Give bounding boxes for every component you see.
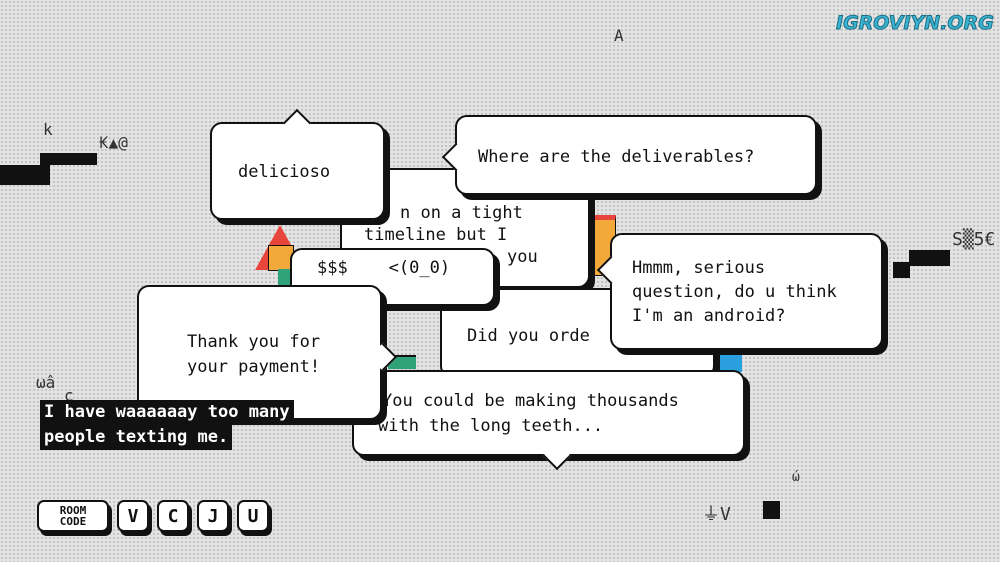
- pixel-block: [909, 250, 950, 266]
- room-label-1: ROOM: [59, 504, 87, 517]
- subtitle-line: I have waaaaaay too many: [40, 400, 294, 425]
- watermark: IGROVIYN.ORG: [836, 12, 995, 35]
- bubble-tail: [282, 108, 312, 138]
- subtitle-line: people texting me.: [40, 425, 233, 450]
- bubble-android: Hmmm, serious question, do u think I'm a…: [596, 233, 883, 350]
- glyph-left-bottom-2: c: [64, 386, 74, 405]
- bubble-line: Hmmm, serious: [632, 258, 766, 278]
- bubble-line: Where are the deliverables?: [478, 147, 755, 167]
- glyph-bottom-right-1: ώ: [792, 470, 800, 485]
- bubble-line: n on a tight: [400, 203, 523, 223]
- bubble-line: I'm an android?: [632, 306, 786, 326]
- bubble-payment: Thank you for your payment!: [137, 285, 398, 420]
- glyph-right: S▒5€: [952, 229, 996, 250]
- room-code-letter: J: [197, 500, 229, 532]
- bubble-delicioso: delicioso: [210, 108, 385, 220]
- room-code-letter: C: [157, 500, 189, 532]
- character-yellow: [268, 245, 294, 271]
- pixel-block: [0, 165, 50, 185]
- room-code-letter: U: [237, 500, 269, 532]
- glyph-top: A: [614, 26, 624, 45]
- glyph-left-1: k: [43, 120, 53, 139]
- bubble-line: you: [507, 247, 538, 267]
- bubble-line: with the long teeth...: [378, 416, 604, 436]
- glyph-bottom-right-2: ⏚V: [702, 504, 731, 525]
- pixel-block: [40, 153, 97, 165]
- bubble-line: Did you orde: [467, 326, 590, 346]
- subtitle: I have waaaaaay too many people texting …: [40, 400, 294, 450]
- bubble-line: question, do u think: [632, 282, 837, 302]
- bubble-line: delicioso: [238, 162, 331, 182]
- glyph-left-bottom-1: ωâ: [36, 373, 56, 392]
- bubble-line: your payment!: [187, 357, 321, 377]
- bubble-line: You could be making thousands: [382, 391, 679, 411]
- bubble-face: $$$ <(0_0): [290, 248, 495, 306]
- character-green: [278, 269, 292, 285]
- bubble-line: timeline but I: [364, 225, 508, 245]
- bubble-tail: [542, 441, 572, 471]
- bubble-tail: [441, 142, 471, 172]
- pixel-block: [893, 262, 910, 278]
- bubble-deliverables: Where are the deliverables?: [441, 115, 817, 195]
- bubble-line: $$$ <(0_0): [317, 258, 451, 278]
- room-code-label: ROOM CODE: [37, 500, 109, 532]
- pixel-block: [763, 501, 780, 519]
- bubble-thousands: You could be making thousands with the l…: [352, 370, 745, 471]
- bubble-line: Thank you for: [187, 332, 321, 352]
- room-label-2: CODE: [59, 515, 87, 528]
- room-code-letter: V: [117, 500, 149, 532]
- glyph-left-2: ₭▲@: [99, 133, 128, 152]
